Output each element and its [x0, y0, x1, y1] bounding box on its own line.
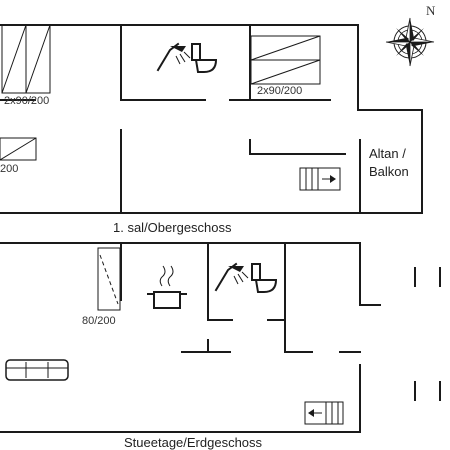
bed-upper-right	[250, 35, 321, 85]
upper-floor-title: 1. sal/Obergeschoss	[113, 220, 232, 235]
toilet-icon	[251, 263, 278, 293]
compass-north-label: N	[426, 3, 436, 18]
bed-label-upper-lower: 200	[0, 163, 19, 175]
shower-icon	[156, 42, 191, 72]
sofa-icon	[5, 359, 69, 381]
bed-ground	[97, 247, 121, 311]
balcony-label-line1: Altan /	[369, 146, 406, 161]
toilet-icon	[191, 43, 218, 73]
bed-upper-left	[1, 24, 51, 94]
bed-label-ground: 80/200	[82, 315, 116, 327]
bed-label-upper-right: 2x90/200	[257, 85, 303, 97]
upper-floor-walls	[0, 24, 423, 214]
exterior-marks	[414, 267, 441, 401]
cooking-pot-icon	[147, 265, 187, 309]
bed-label-upper-left: 2x90/200	[4, 95, 50, 107]
bed-upper-lower	[0, 137, 37, 161]
compass-icon	[385, 17, 435, 67]
ground-floor-title: Stueetage/Erdgeschoss	[124, 435, 263, 450]
stairs-icon	[299, 167, 341, 191]
shower-icon	[214, 262, 249, 292]
stairs-icon	[304, 401, 344, 425]
balcony-label-line2: Balkon	[369, 164, 409, 179]
ground-floor-walls	[0, 242, 381, 433]
